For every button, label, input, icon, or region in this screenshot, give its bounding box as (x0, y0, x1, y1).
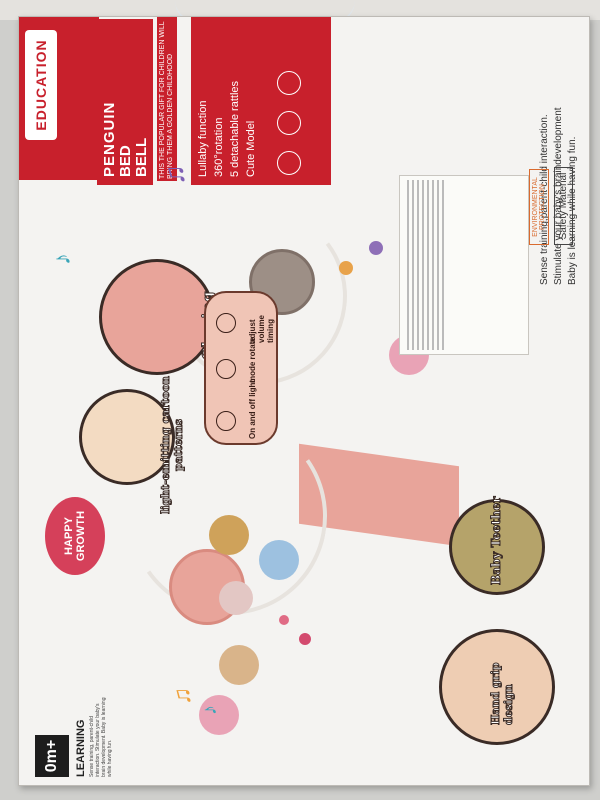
music-note-icon: ♫ (159, 164, 190, 185)
title-penguin: PENGUIN (101, 101, 118, 177)
bead-pink-1 (299, 633, 311, 645)
control-volume: adjust volume timing (248, 314, 275, 343)
product-box: EDUCATION PENGUIN BED BELL THIS THE POPU… (18, 16, 590, 786)
music-note-icon: ♫ (169, 687, 196, 705)
rattle-sphere (219, 581, 253, 615)
feature-icons (271, 25, 311, 175)
brand-band-text: EDUCATION (33, 39, 49, 131)
hand-grip-label: Hand grip design (489, 662, 516, 725)
rattle-hippo (259, 540, 299, 580)
tabletop-top (0, 0, 600, 20)
age-badge: 0m+ (35, 735, 69, 777)
safety-material-badge: Safety Material (554, 167, 573, 245)
feature-icon-1 (277, 151, 301, 175)
power-icon (216, 411, 236, 431)
sticker-line (422, 180, 424, 350)
music-note-icon: ♪ (49, 253, 76, 265)
light-patterns-label: light-emitting cartoon patterns (159, 376, 186, 515)
sticker-line (417, 180, 419, 350)
rattle-giraffe (219, 645, 259, 685)
happy-growth-badge: HAPPY GROWTH (45, 497, 105, 575)
sticker-line (427, 180, 429, 350)
rattle-lion (209, 515, 249, 555)
bead-pink-2 (279, 615, 289, 625)
mode-icon (216, 359, 236, 379)
feature-lullaby: Lullaby function (197, 100, 209, 177)
sticker-line (437, 180, 439, 350)
music-note-icon: ♪ (199, 705, 221, 715)
bead-orange (339, 261, 353, 275)
feature-icon-2 (277, 111, 301, 135)
feature-rotation: 360°rotation (213, 117, 225, 177)
box-front-print: EDUCATION PENGUIN BED BELL THIS THE POPU… (19, 17, 589, 785)
teether-label: Baby Teether (489, 496, 504, 586)
control-mode: mode rotate (248, 337, 257, 383)
feature-rattles: 5 detachable rattles (229, 80, 241, 177)
learning-text: Sense training, parent-child interaction… (89, 697, 113, 778)
slogan: THIS THE POPULAR GIFT FOR CHILDREN WILL … (157, 17, 177, 181)
title-bed: BED (117, 145, 134, 177)
env-protection-badge: ENVIRONMENTAL PROTECTION (529, 169, 549, 245)
bead-purple (369, 241, 383, 255)
sticker-line (432, 180, 434, 350)
rattle-owl-pink (199, 695, 239, 735)
product-title: PENGUIN BED BELL (97, 19, 153, 185)
features-strip: Lullaby function 360°rotation 5 detachab… (191, 17, 331, 185)
feature-cute: Cute Model (245, 120, 257, 177)
glowing-bubble (99, 259, 215, 375)
volume-icon (216, 313, 236, 333)
happy-growth-text: HAPPY GROWTH (63, 510, 87, 562)
warning-sticker (399, 175, 529, 355)
title-bell: BELL (133, 137, 150, 177)
learning-title: LEARNING (75, 719, 87, 777)
control-onoff: On and off light (248, 379, 257, 439)
feature-icon-3 (277, 71, 301, 95)
sticker-line (407, 180, 409, 350)
sticker-line (442, 180, 444, 350)
controls-pill: On and off light mode rotate adjust volu… (204, 291, 278, 445)
sticker-line (412, 180, 414, 350)
edu-tab: EDUCATION (25, 30, 57, 140)
